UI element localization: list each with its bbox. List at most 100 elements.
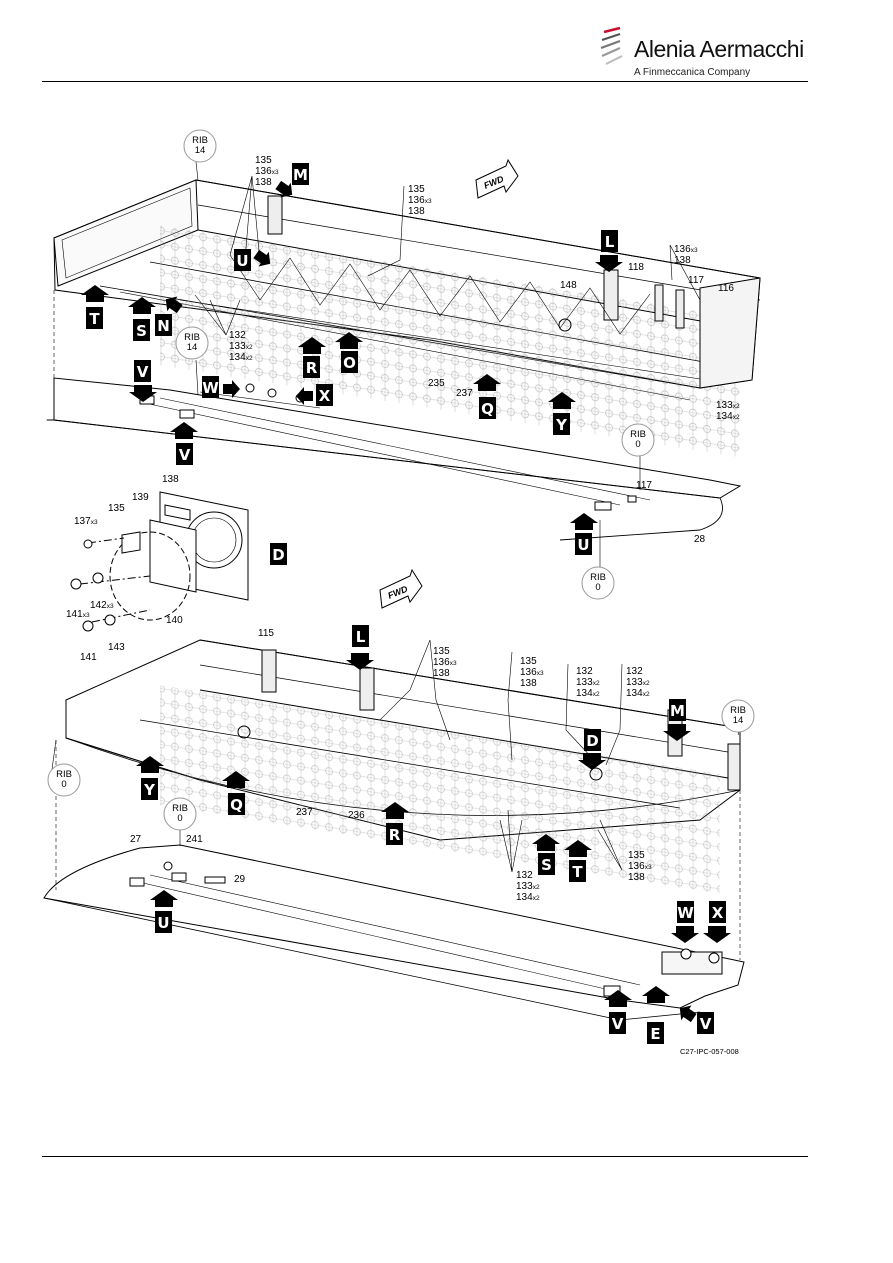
svg-text:V: V — [179, 446, 191, 464]
svg-text:RIB: RIB — [172, 803, 188, 814]
svg-text:133x2: 133x2 — [626, 677, 650, 688]
flag-l-lower: L — [352, 625, 369, 647]
flag-q-upper: Q — [479, 397, 496, 419]
svg-text:R: R — [306, 359, 318, 377]
part-stack-132-133-134-c: 132 133x2 134x2 — [626, 666, 650, 699]
svg-text:137x3: 137x3 — [74, 516, 98, 527]
svg-text:132: 132 — [229, 330, 246, 341]
svg-text:138: 138 — [408, 206, 425, 217]
part-143: 143 — [108, 642, 125, 653]
svg-text:133x2: 133x2 — [576, 677, 600, 688]
svg-text:134x2: 134x2 — [716, 411, 740, 422]
svg-text:Q: Q — [230, 796, 243, 814]
svg-text:M: M — [293, 166, 308, 184]
brand-logo: Alenia Aermacchi A Finmeccanica Company — [598, 26, 804, 82]
svg-text:RIB: RIB — [630, 429, 646, 440]
svg-text:14: 14 — [195, 145, 206, 156]
svg-text:141x3: 141x3 — [66, 609, 90, 620]
part-117-upper: 117 — [688, 275, 704, 286]
svg-text:136x3: 136x3 — [520, 667, 544, 678]
svg-text:142x3: 142x3 — [90, 600, 114, 611]
svg-text:0: 0 — [61, 779, 66, 790]
svg-text:138: 138 — [433, 668, 450, 679]
svg-text:R: R — [389, 826, 401, 844]
svg-text:136x3: 136x3 — [433, 657, 457, 668]
part-236: 236 — [348, 810, 365, 821]
rib-callout-0-detail: RIB 0 — [581, 566, 615, 600]
svg-text:0: 0 — [177, 813, 182, 824]
part-stack-135-136-138-b: 135 136x3 138 — [408, 184, 432, 217]
part-237-upper: 237 — [456, 388, 473, 399]
part-241: 241 — [186, 834, 203, 845]
flag-r-upper: R — [303, 356, 320, 378]
svg-text:133x2: 133x2 — [716, 400, 740, 411]
part-148: 148 — [560, 280, 577, 291]
part-135: 135 — [108, 503, 125, 514]
svg-text:RIB: RIB — [192, 135, 208, 146]
flag-w-lower: W — [677, 901, 694, 923]
svg-text:135: 135 — [408, 184, 425, 195]
flag-y-lower: Y — [141, 778, 158, 800]
flag-m-upper: M — [292, 163, 309, 185]
flag-w-upper: W — [202, 376, 219, 398]
svg-text:V: V — [700, 1015, 712, 1033]
flag-v-upper-b: V — [176, 443, 193, 465]
flag-o-upper: O — [341, 351, 358, 373]
rib-callout-14-mid: RIB 14 — [175, 326, 209, 360]
part-28: 28 — [694, 534, 706, 545]
svg-text:L: L — [356, 628, 366, 646]
part-115: 115 — [258, 628, 274, 639]
rib-callout-14-lower: RIB 14 — [721, 699, 755, 733]
svg-text:132: 132 — [516, 870, 533, 881]
flag-m-lower: M — [669, 699, 686, 721]
svg-text:Y: Y — [555, 416, 568, 434]
flag-v-lower-a: V — [609, 1012, 626, 1034]
logo-mark-icon — [600, 26, 623, 65]
brand-name: Alenia Aermacchi — [634, 36, 804, 62]
part-116: 116 — [718, 283, 734, 294]
part-140: 140 — [166, 615, 183, 626]
svg-text:14: 14 — [187, 342, 198, 353]
flag-x-upper: X — [316, 384, 333, 406]
flag-v-upper-a: V — [134, 360, 151, 382]
svg-text:14: 14 — [733, 715, 744, 726]
svg-text:135: 135 — [433, 646, 450, 657]
svg-text:136x3: 136x3 — [674, 244, 698, 255]
brand-tagline: A Finmeccanica Company — [634, 67, 751, 78]
svg-text:D: D — [586, 732, 598, 750]
part-117-lower: 117 — [636, 480, 652, 491]
flag-l-upper: L — [601, 230, 618, 252]
svg-text:135: 135 — [628, 850, 645, 861]
flag-u-upper: U — [234, 249, 251, 271]
part-237-lower: 237 — [296, 807, 313, 818]
svg-text:132: 132 — [626, 666, 643, 677]
flag-t-upper: T — [86, 307, 103, 329]
part-numbers: 148 118 117 116 235 237 117 28 115 237 2… — [66, 262, 739, 1056]
flag-y-upper: Y — [553, 413, 570, 435]
part-235: 235 — [428, 378, 445, 389]
flag-d-lower: D — [584, 729, 601, 751]
detail-d-bracket — [70, 491, 249, 632]
rib-callout-0-lower-skin: RIB 0 — [163, 797, 197, 831]
svg-text:S: S — [136, 322, 147, 340]
footer-rule — [42, 1156, 808, 1157]
svg-text:134x2: 134x2 — [516, 892, 540, 903]
fwd-arrow-upper: FWD — [475, 158, 519, 199]
svg-text:134x2: 134x2 — [229, 352, 253, 363]
flag-r-lower: R — [386, 823, 403, 845]
svg-text:V: V — [137, 363, 149, 381]
svg-text:RIB: RIB — [590, 572, 606, 583]
svg-text:133x2: 133x2 — [516, 881, 540, 892]
part-138: 138 — [162, 474, 179, 485]
flag-u-lower: U — [155, 911, 172, 933]
flag-x-lower: X — [709, 901, 726, 923]
svg-text:134x2: 134x2 — [576, 688, 600, 699]
svg-text:X: X — [712, 904, 724, 922]
svg-text:138: 138 — [628, 872, 645, 883]
part-139: 139 — [132, 492, 149, 503]
svg-text:RIB: RIB — [730, 705, 746, 716]
part-stack-132-133-134-b: 132 133x2 134x2 — [576, 666, 600, 699]
svg-text:RIB: RIB — [184, 332, 200, 343]
svg-text:E: E — [650, 1025, 660, 1043]
